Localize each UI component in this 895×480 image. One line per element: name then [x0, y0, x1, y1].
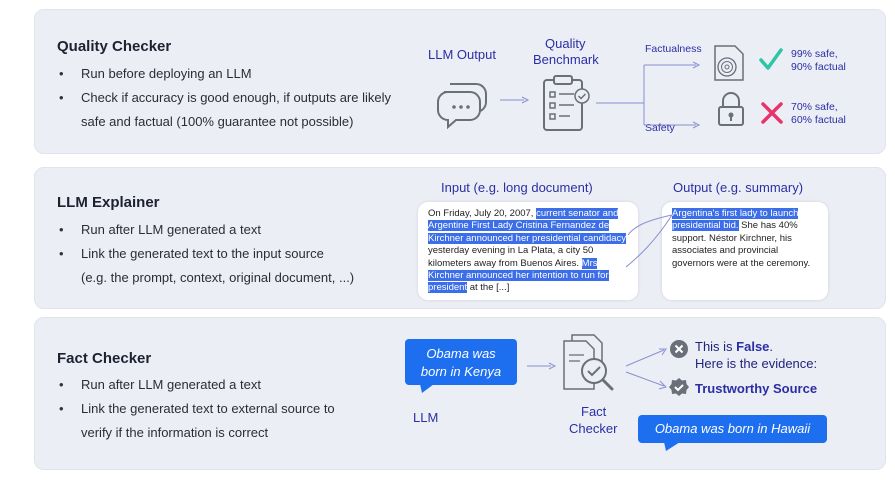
verdict-suffix: .: [769, 339, 774, 354]
document-fingerprint-icon: [714, 45, 744, 81]
result-bad-line: 70% safe,: [791, 101, 838, 113]
cross-icon: [761, 102, 783, 124]
checker-label-2: Checker: [569, 421, 618, 436]
chat-bubbles-icon: [437, 83, 487, 130]
quality-checker-bullets: Run before deploying an LLM Check if acc…: [59, 62, 391, 134]
document-magnifier-icon: [563, 334, 614, 391]
result-bad-line: 60% factual: [791, 114, 846, 126]
quality-checker-panel: Quality Checker Run before deploying an …: [34, 9, 886, 154]
fact-checker-bullets: Run after LLM generated a text Link the …: [59, 373, 335, 445]
bullet-item: Run after LLM generated a text: [59, 218, 354, 242]
trustworthy-source-label: Trustworthy Source: [695, 381, 818, 396]
clipboard-checklist-icon: [543, 75, 590, 131]
evidence-bubble: Obama was born in Hawaii: [638, 415, 827, 443]
fact-checker-title: Fact Checker: [57, 350, 152, 367]
output-label: Output (e.g. summary): [673, 180, 804, 195]
bullet-item: Run after LLM generated a text: [59, 373, 335, 397]
input-text: at the [...]: [467, 282, 510, 294]
benchmark-label-1: Quality: [545, 36, 586, 51]
input-label: Input (e.g. long document): [441, 180, 593, 195]
verdict-arrows-icon: [625, 348, 667, 390]
bullet-item: Check if accuracy is good enough, if out…: [59, 86, 391, 110]
claim-line: Obama was: [426, 346, 496, 361]
input-text: On Friday, July 20, 2007,: [428, 208, 537, 219]
benchmark-label-2: Benchmark: [533, 52, 599, 67]
factualness-label: Factualness: [645, 43, 702, 55]
x-circle-icon: [670, 340, 688, 358]
result-bad: 70% safe, 60% factual: [791, 101, 846, 127]
bubble-tail: [664, 442, 680, 451]
llm-explainer-bullets: Run after LLM generated a text Link the …: [59, 218, 354, 290]
bullet-item: verify if the information is correct: [81, 425, 269, 440]
input-document-card: On Friday, July 20, 2007, current senato…: [418, 202, 638, 300]
result-good: 99% safe, 90% factual: [791, 48, 846, 74]
llm-output-label: LLM Output: [428, 47, 496, 62]
checker-label-1: Fact: [581, 404, 607, 419]
claim-line: born in Kenya: [420, 364, 502, 379]
llm-claim-bubble: Obama was born in Kenya: [405, 339, 517, 385]
result-good-line: 99% safe,: [791, 48, 838, 60]
bubble-tail: [420, 384, 434, 393]
link-lines-icon: [625, 214, 673, 268]
output-summary-card: Argentina's first lady to launch preside…: [662, 202, 828, 300]
verified-badge-icon: [669, 378, 689, 396]
bullet-item: Run before deploying an LLM: [59, 62, 391, 86]
bullet-item: safe and factual (100% guarantee not pos…: [81, 114, 354, 129]
bullet-item: Link the generated text to external sour…: [59, 397, 335, 421]
verdict-text: This is False.: [695, 339, 773, 354]
input-text: yesterday evening in La Plata, a city 50…: [428, 245, 594, 269]
llm-label: LLM: [413, 410, 439, 425]
branch-arrows-icon: [596, 61, 701, 129]
evidence-label: Here is the evidence:: [695, 356, 818, 371]
bullet-item: (e.g. the prompt, context, original docu…: [81, 270, 355, 285]
quality-checker-title: Quality Checker: [57, 38, 172, 55]
arrow-icon: [500, 96, 530, 104]
check-icon: [759, 48, 783, 70]
result-good-line: 90% factual: [791, 61, 846, 73]
verdict-prefix: This is: [695, 339, 737, 354]
lock-icon: [718, 92, 744, 126]
arrow-icon: [527, 362, 557, 370]
verdict-word: False: [736, 339, 770, 354]
output-text: She has 40% support. Néstor Kirchner, hi…: [672, 220, 811, 269]
llm-explainer-title: LLM Explainer: [57, 194, 160, 211]
bullet-item: Link the generated text to the input sou…: [59, 242, 354, 266]
